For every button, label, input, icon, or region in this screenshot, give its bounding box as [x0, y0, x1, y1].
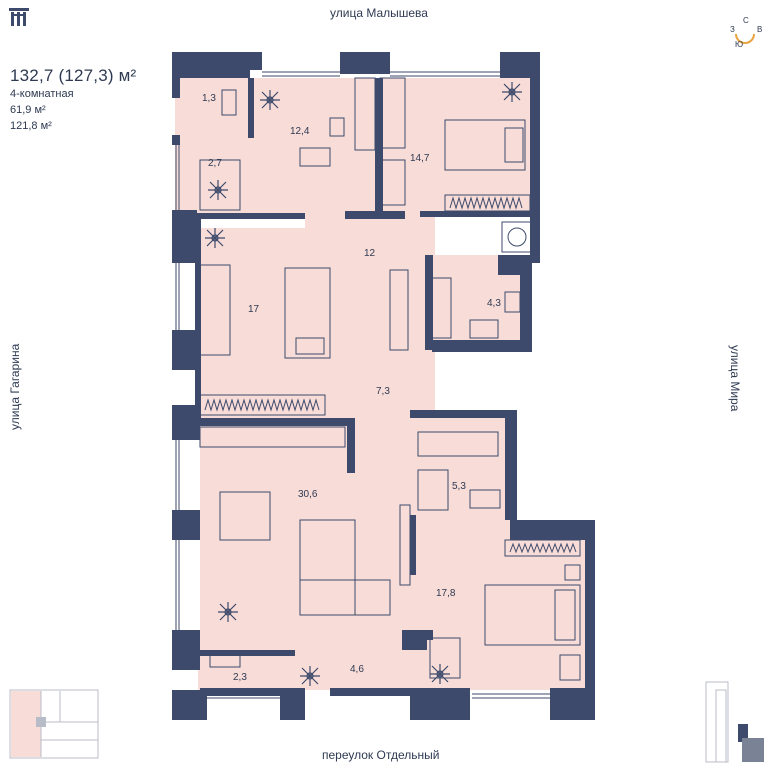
walls: [172, 52, 595, 720]
room-labels: 1,3 12,4 14,7 2,7 12 4,3 17 7,3 5,3 30,6…: [202, 93, 501, 683]
plant-icon: [260, 90, 280, 110]
plants: [205, 82, 522, 686]
developer-logo-icon: [9, 8, 29, 26]
room-area-label: 17,8: [436, 588, 456, 599]
rooms-type: 4-комнатная: [10, 88, 74, 100]
plant-icon: [208, 180, 228, 200]
room-area-label: 2,3: [233, 672, 247, 683]
room-area-label: 14,7: [410, 153, 430, 164]
compass-east: В: [757, 25, 763, 34]
compass-arc-icon: [735, 33, 755, 44]
windows: [175, 71, 590, 699]
plant-icon: [430, 664, 450, 684]
plant-icon: [218, 602, 238, 622]
compass-west: З: [730, 25, 735, 34]
furniture: [199, 77, 581, 681]
compass-icon: С З В Ю: [728, 16, 762, 50]
plant-icon: [300, 666, 320, 686]
plant-icon: [205, 228, 225, 248]
room-area-label: 4,3: [487, 298, 501, 309]
room-area-label: 4,6: [350, 664, 364, 675]
room-area-label: 2,7: [208, 158, 222, 169]
plant-icon: [502, 82, 522, 102]
room-fills: [175, 78, 587, 690]
room-area-label: 17: [248, 304, 260, 315]
room-area-label: 30,6: [298, 489, 318, 500]
street-top-label: улица Малышева: [330, 6, 428, 20]
room-area-label: 1,3: [202, 93, 216, 104]
living-area: 61,9 м²: [10, 104, 46, 116]
street-bottom-label: переулок Отдельный: [322, 748, 440, 762]
total-area: 132,7 (127,3) м²: [10, 66, 137, 85]
other-area: 121,8 м²: [10, 120, 52, 132]
room-area-label: 5,3: [452, 481, 466, 492]
building-section-icon: [705, 681, 764, 763]
radiators: [199, 194, 581, 557]
room-area-label: 7,3: [376, 386, 390, 397]
compass-north: С: [743, 16, 749, 25]
compass-south: Ю: [735, 40, 744, 49]
floor-key-map: [9, 689, 99, 759]
room-area-label: 12,4: [290, 126, 310, 137]
room-area-label: 12: [364, 248, 376, 259]
